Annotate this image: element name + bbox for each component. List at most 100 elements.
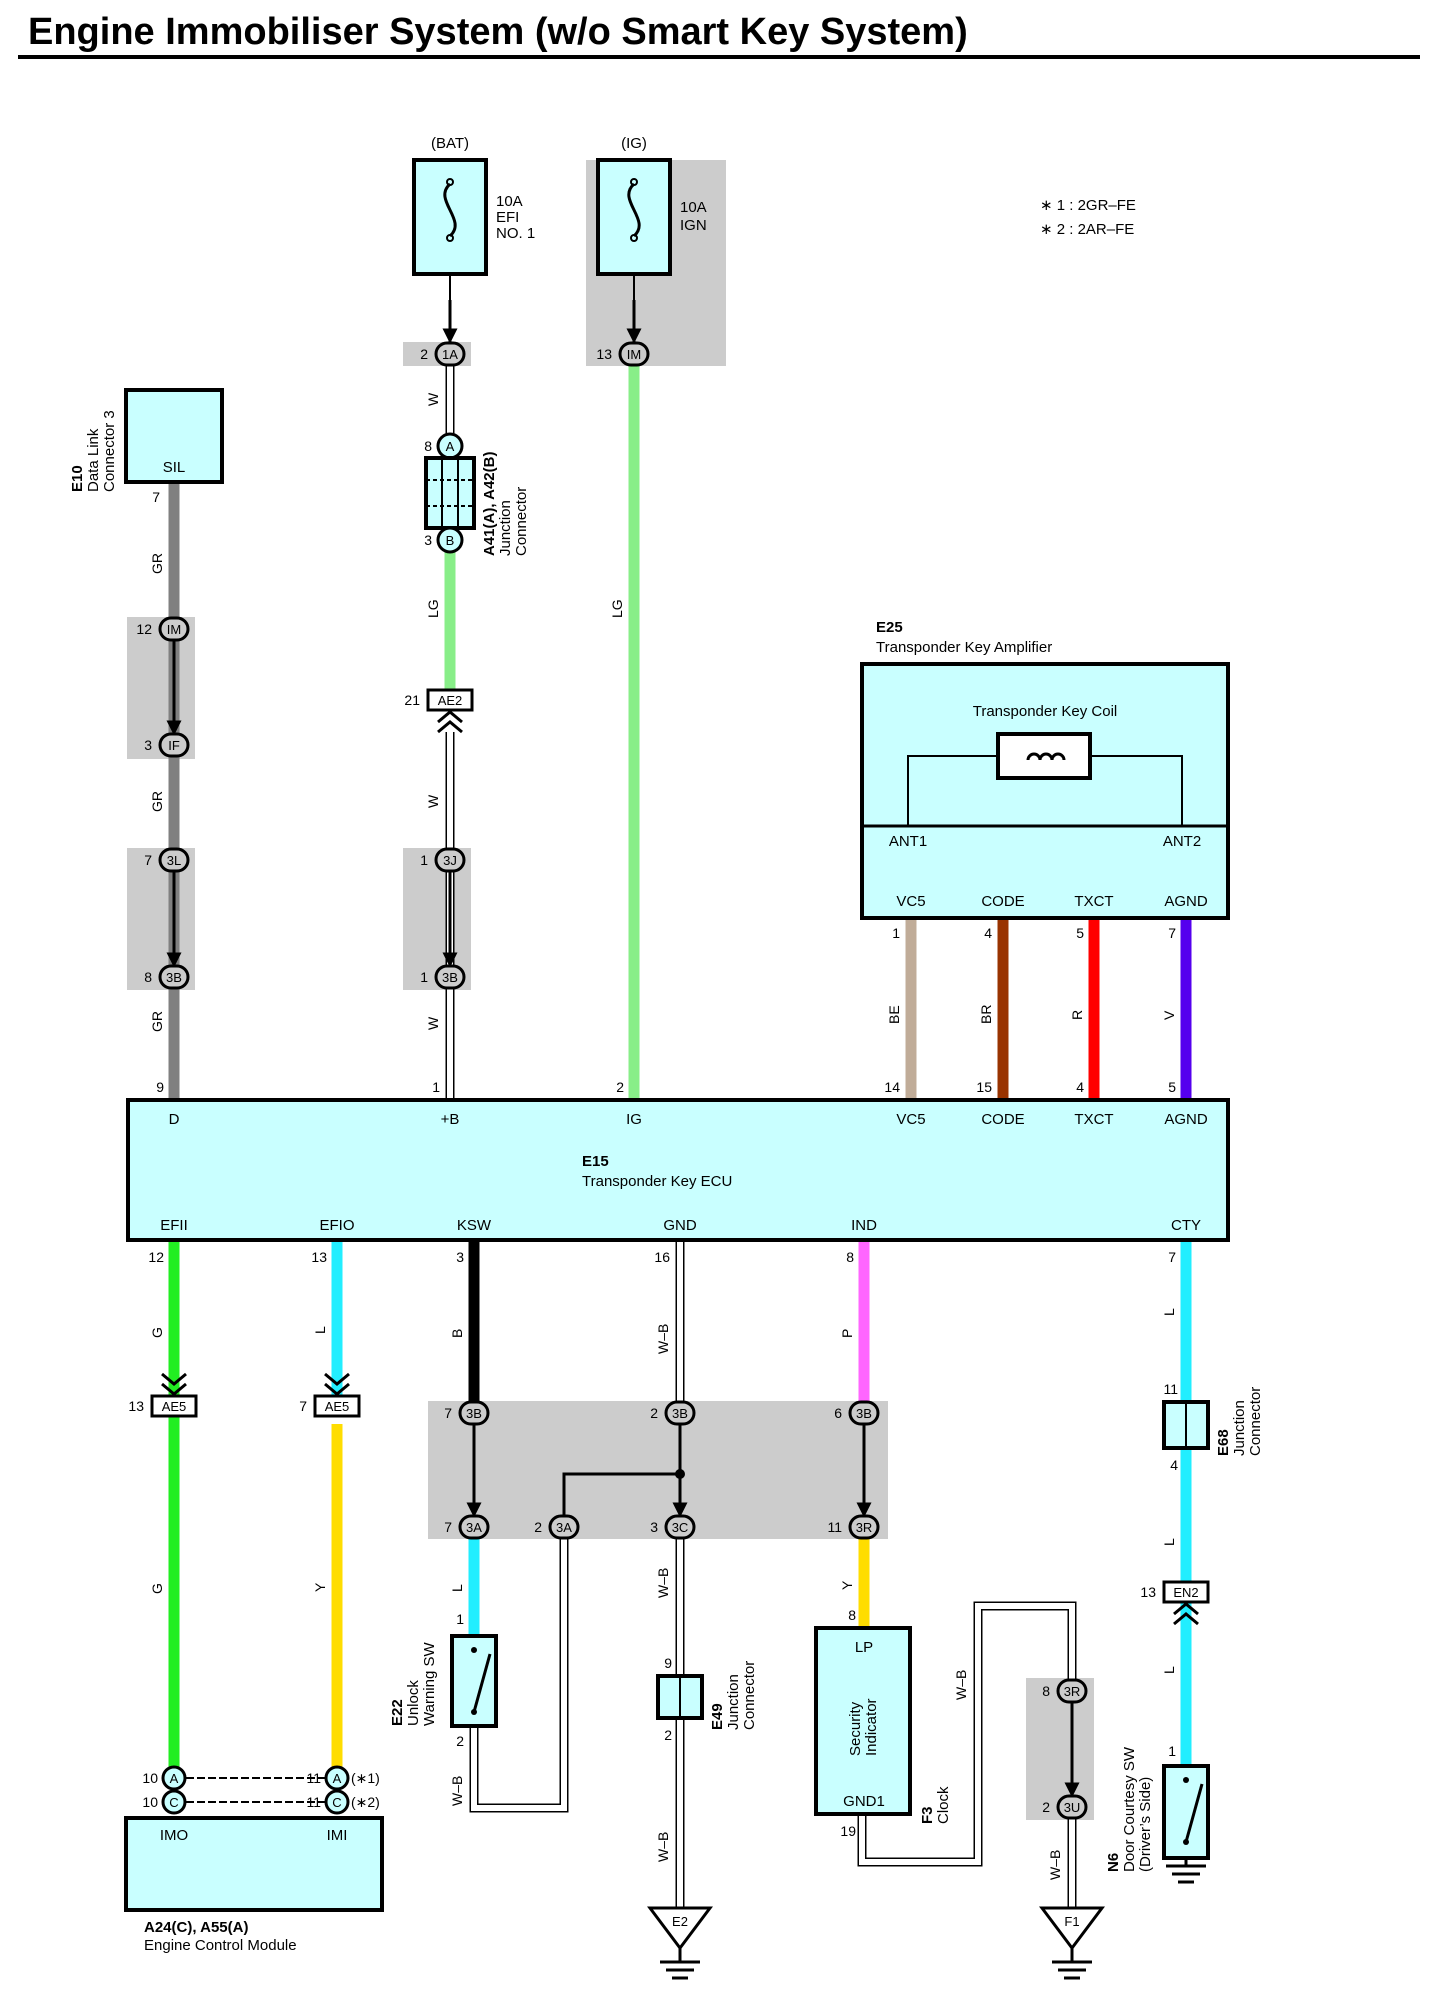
svg-text:7: 7	[144, 852, 152, 868]
e15-term-gnd: GND	[663, 1217, 697, 1234]
connector-ae5-b: AE5 7	[299, 1372, 361, 1418]
fuse-efi: (BAT) 10A EFI NO. 1	[412, 135, 535, 276]
a24-row1-term-l: A	[170, 1771, 179, 1786]
e25-term-vc5: VC5	[896, 893, 925, 910]
e25-transponder-key-amplifier: E25 Transponder Key Amplifier Transponde…	[860, 619, 1230, 941]
fuse-efi-no: NO. 1	[496, 225, 535, 242]
svg-text:W–B: W–B	[655, 1832, 671, 1862]
e15-term-ind: IND	[851, 1217, 877, 1234]
n6-name-1: Door Courtesy SW	[1121, 1746, 1138, 1872]
gray-blocks	[127, 160, 1094, 1820]
e15-term-efii: EFII	[160, 1217, 188, 1234]
svg-text:3J: 3J	[443, 853, 457, 868]
svg-text:1: 1	[420, 969, 428, 985]
e15-term-ig: IG	[626, 1111, 642, 1128]
e68-pin-top: 11	[1163, 1381, 1178, 1397]
svg-text:W–B: W–B	[449, 1776, 465, 1806]
e10-data-link-connector: SIL 7 E10 Data Link Connector 3	[69, 388, 224, 505]
e25-pin-vc5: 1	[892, 925, 900, 941]
ground-f1-label: F1	[1064, 1914, 1079, 1929]
a24-engine-control-module: IMO IMI A C A C 10 10 11 11 (∗1) (∗2) A2…	[124, 1765, 384, 1954]
fuse-ign: (IG) 10A IGN	[596, 135, 707, 276]
svg-text:IM: IM	[627, 347, 641, 362]
f3-clock: LP GND1 8 19 Security Indicator F3 Clock	[814, 1607, 952, 1839]
svg-text:3L: 3L	[167, 853, 181, 868]
a41-code: A41(A), A42(B)	[481, 452, 498, 556]
e15-name: Transponder Key ECU	[582, 1173, 732, 1190]
svg-text:2: 2	[534, 1519, 542, 1535]
a24-row1-note: (∗1)	[351, 1770, 380, 1786]
note-1: ∗ 1 : 2GR–FE	[1040, 197, 1136, 214]
svg-text:AE5: AE5	[325, 1399, 350, 1414]
f3-name: Clock	[935, 1786, 952, 1824]
supply-bat: (BAT)	[431, 135, 469, 152]
e68-pin-bottom: 4	[1170, 1457, 1178, 1473]
svg-text:EN2: EN2	[1173, 1585, 1198, 1600]
a24-row1-pin-r: 11	[306, 1770, 321, 1786]
e22-pin-top: 1	[456, 1611, 464, 1627]
connector-3b-left: 3B8	[144, 964, 190, 990]
svg-text:3B: 3B	[442, 970, 458, 985]
a24-row1-pin-l: 10	[142, 1770, 158, 1786]
e15-term-b: +B	[441, 1111, 460, 1128]
svg-text:12: 12	[136, 621, 152, 637]
fuse-ign-name: IGN	[680, 217, 707, 234]
e15-pin-txct: 4	[1076, 1079, 1084, 1095]
connector-ae2: AE2 21	[404, 688, 474, 734]
a41-name-2: Connector	[513, 487, 530, 556]
e15-term-ksw: KSW	[457, 1217, 492, 1234]
svg-text:3B: 3B	[466, 1406, 482, 1421]
connector-3a-2: 3A2	[534, 1514, 580, 1540]
e25-term-agnd: AGND	[1164, 893, 1208, 910]
e10-name-1: Data Link	[85, 428, 102, 492]
e49-name-2: Connector	[741, 1661, 758, 1730]
e68-code: E68	[1215, 1429, 1232, 1456]
a24-term-imi: IMI	[327, 1827, 348, 1844]
svg-text:L: L	[1161, 1666, 1177, 1674]
a24-row2-note: (∗2)	[351, 1794, 380, 1810]
connector-3a-1: 3A7	[444, 1514, 490, 1540]
f3-code: F3	[919, 1806, 936, 1824]
supply-ig: (IG)	[621, 135, 647, 152]
f3-term-bottom: GND1	[843, 1793, 885, 1810]
svg-text:IF: IF	[168, 738, 180, 753]
f3-pin-bottom: 19	[840, 1823, 856, 1839]
a24-code: A24(C), A55(A)	[144, 1919, 248, 1936]
upper-splice-arrows	[166, 300, 1080, 1798]
svg-text:8: 8	[144, 969, 152, 985]
svg-text:W–B: W–B	[953, 1670, 969, 1700]
svg-text:7: 7	[444, 1405, 452, 1421]
e15-term-agnd: AGND	[1164, 1111, 1208, 1128]
svg-text:GR: GR	[149, 1011, 165, 1032]
svg-text:IM: IM	[167, 622, 181, 637]
e49-pin-top: 9	[664, 1655, 672, 1671]
e15-pin-ig: 2	[616, 1079, 624, 1095]
svg-text:3A: 3A	[466, 1520, 482, 1535]
connector-3c: 3C3	[650, 1514, 696, 1540]
svg-text:1A: 1A	[442, 347, 458, 362]
svg-text:11: 11	[827, 1519, 842, 1535]
svg-text:13: 13	[128, 1398, 144, 1414]
svg-text:13: 13	[1140, 1584, 1156, 1600]
a41-junction-connector: A 8 B 3 A41(A), A42(B) Junction Connecto…	[424, 432, 530, 556]
e15-pin-d: 9	[156, 1079, 164, 1095]
e10-pin: 7	[152, 489, 160, 505]
ground-e2-label: E2	[672, 1914, 688, 1929]
f3-inner-1: Security	[847, 1701, 864, 1756]
connector-3l: 3L 7	[144, 847, 190, 873]
e25-term-txct: TXCT	[1074, 893, 1113, 910]
svg-text:W: W	[425, 794, 441, 808]
fuse-ign-amp: 10A	[680, 199, 707, 216]
svg-text:G: G	[149, 1583, 165, 1594]
a24-row2-pin-l: 10	[142, 1794, 158, 1810]
e25-pin-code: 4	[984, 925, 992, 941]
svg-text:3: 3	[144, 737, 152, 753]
e15-term-d: D	[169, 1111, 180, 1128]
e25-ant1: ANT1	[889, 833, 927, 850]
svg-text:LG: LG	[425, 599, 441, 618]
svg-text:W–B: W–B	[655, 1324, 671, 1354]
a24-row1-term-r: A	[333, 1771, 342, 1786]
e25-term-code: CODE	[981, 893, 1024, 910]
connector-ae5-a: AE5 13	[128, 1372, 198, 1418]
